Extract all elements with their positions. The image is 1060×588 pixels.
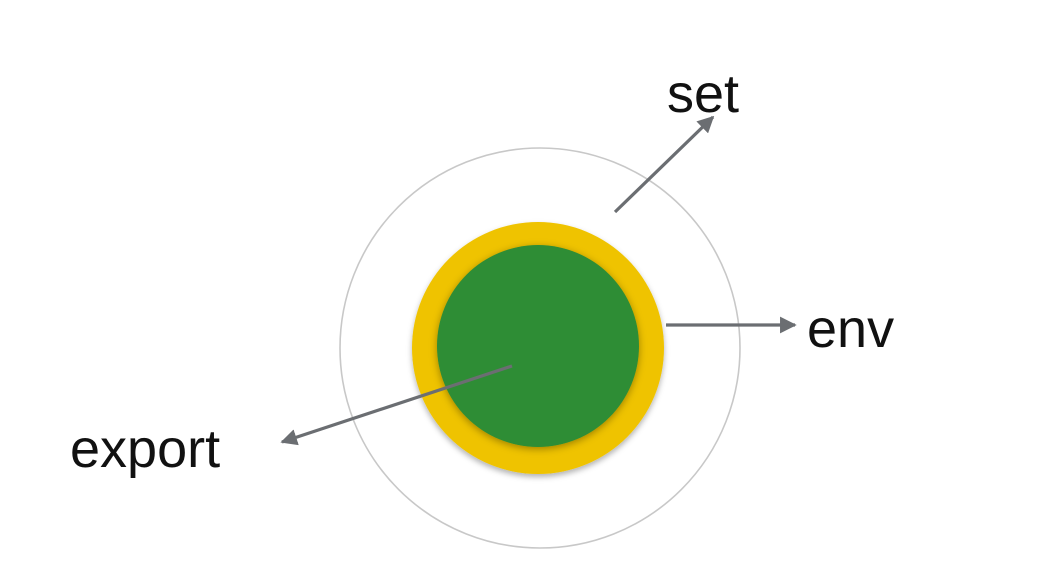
outer-scope-circle xyxy=(339,147,741,549)
set-arrow xyxy=(613,115,715,214)
env-label: env xyxy=(807,299,894,359)
set-label: set xyxy=(667,64,739,124)
inner-scope-disc xyxy=(437,245,639,447)
export-label: export xyxy=(70,419,220,479)
export-arrow xyxy=(280,364,513,446)
